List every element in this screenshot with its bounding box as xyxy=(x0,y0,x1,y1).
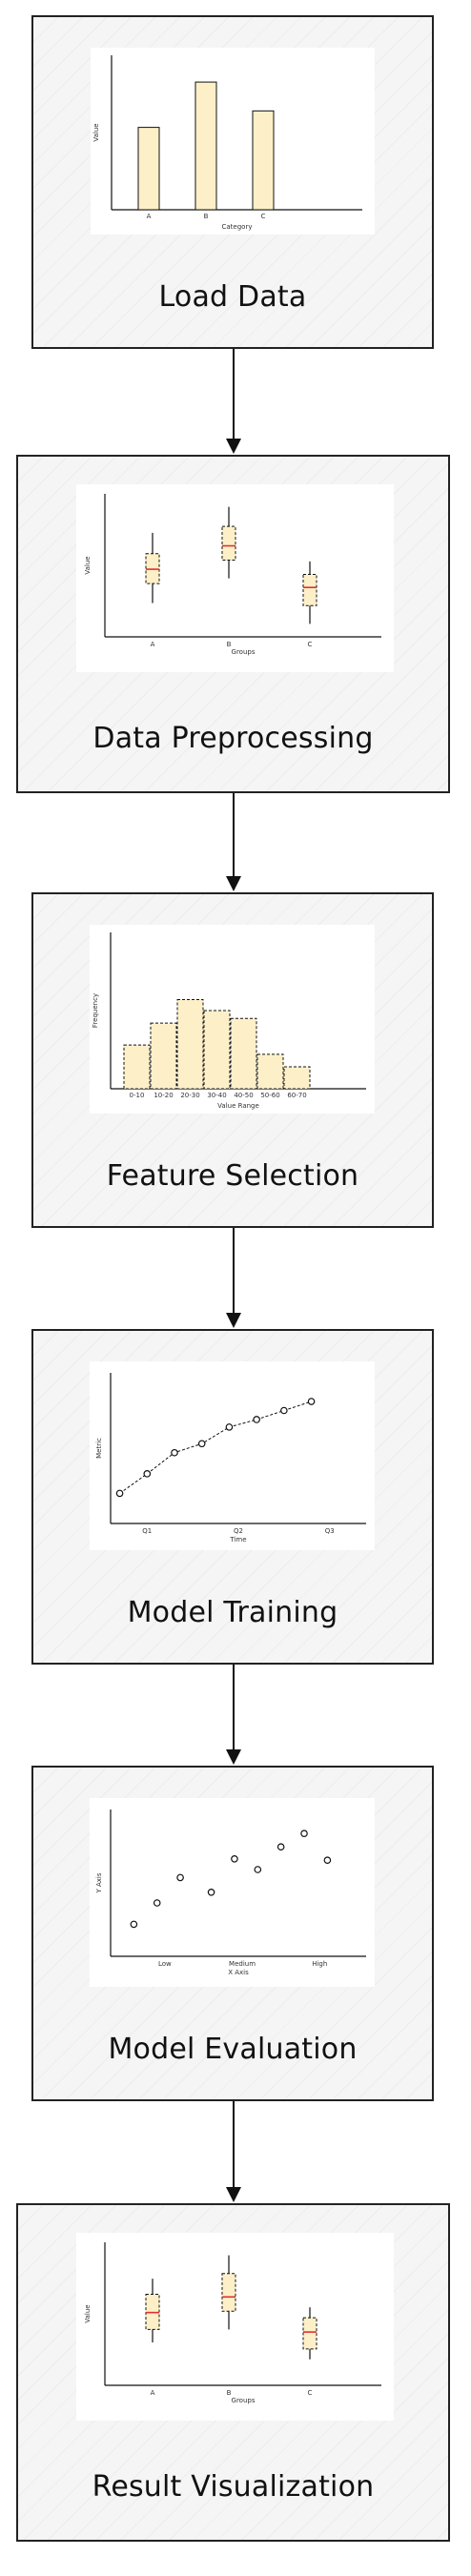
bar xyxy=(150,1022,177,1090)
x-tick-label: Q3 xyxy=(325,1527,335,1535)
data-point xyxy=(280,1406,288,1415)
y-axis-title: Metric xyxy=(95,1438,103,1459)
bar xyxy=(230,1017,257,1090)
x-tick-label: 20-30 xyxy=(180,1092,199,1099)
x-tick-label: 40-50 xyxy=(234,1092,253,1099)
data-point xyxy=(171,1448,178,1457)
chart-panel: A B C Category Value xyxy=(91,48,375,235)
step-label: Model Training xyxy=(127,1596,338,1629)
bar xyxy=(137,127,160,211)
step-card-data-preprocessing: A B C Groups Value Data Preprocessing xyxy=(16,455,450,793)
data-point xyxy=(176,1873,184,1882)
data-point xyxy=(225,1423,234,1431)
data-point xyxy=(197,1440,206,1448)
arrowhead-icon xyxy=(226,876,241,891)
x-tick-label: C xyxy=(308,2389,313,2397)
x-axis-title: Groups xyxy=(232,2397,256,2404)
arrowhead-icon xyxy=(226,2187,241,2202)
data-point xyxy=(307,1398,316,1405)
arrowhead-icon xyxy=(226,1313,241,1328)
chart-panel: Low Medium High X Axis Y Axis xyxy=(90,1798,375,1987)
x-tick-label: Low xyxy=(158,1960,172,1968)
box xyxy=(221,525,236,562)
x-tick-label: 50-60 xyxy=(260,1092,279,1099)
x-tick-label: C xyxy=(308,641,313,648)
x-tick-label: Q2 xyxy=(234,1527,243,1535)
arrowhead-icon xyxy=(226,1749,241,1765)
x-tick-label: Q1 xyxy=(142,1527,152,1535)
data-point xyxy=(253,1416,260,1423)
step-card-load-data: A B C Category Value Load Data xyxy=(31,15,434,349)
bar xyxy=(256,1053,284,1090)
y-axis-title: Value xyxy=(84,556,92,574)
scatter-chart: Low Medium High X Axis Y Axis xyxy=(95,1809,366,1976)
y-axis-title: Frequency xyxy=(92,993,99,1028)
x-tick-label: B xyxy=(204,213,209,220)
step-label: Load Data xyxy=(158,280,307,314)
y-axis-title: Value xyxy=(92,123,100,141)
y-axis-title: Value xyxy=(84,2304,92,2322)
data-point xyxy=(143,1470,152,1478)
x-tick-label: B xyxy=(227,641,232,648)
x-tick-label: A xyxy=(151,2389,155,2397)
x-tick-label: 30-40 xyxy=(207,1092,226,1099)
box xyxy=(302,574,317,606)
x-axis-title: Groups xyxy=(232,648,256,656)
bar xyxy=(252,110,275,211)
step-card-model-evaluation: Low Medium High X Axis Y Axis Model Evaluati… xyxy=(31,1766,434,2101)
x-tick-label: B xyxy=(227,2389,232,2397)
x-axis-title: Time xyxy=(229,1536,246,1544)
x-tick-label: 0-10 xyxy=(130,1092,145,1099)
y-axis-title: Y Axis xyxy=(95,1872,103,1893)
data-point xyxy=(130,1920,138,1929)
data-point xyxy=(115,1489,124,1498)
histogram-chart: 0-10 10-20 20-30 30-40 40-50 50-60 60-70Value … xyxy=(92,932,366,1110)
x-tick-label: 60-70 xyxy=(287,1092,306,1099)
x-tick-label: A xyxy=(151,641,155,648)
bar xyxy=(283,1066,311,1090)
bar xyxy=(195,81,217,211)
bar-chart: A B C Category Value xyxy=(92,55,362,231)
box-plot: A B C Groups Value xyxy=(84,494,381,656)
data-point xyxy=(153,1899,161,1907)
data-point xyxy=(231,1854,238,1863)
data-point xyxy=(300,1830,308,1838)
chart-panel: A B C Groups Value xyxy=(76,2233,394,2421)
box xyxy=(221,2273,236,2312)
x-tick-label: Medium xyxy=(229,1960,256,1968)
step-label: Data Preprocessing xyxy=(92,722,374,755)
data-point xyxy=(254,1866,262,1873)
step-label: Result Visualization xyxy=(92,2470,375,2504)
x-tick-label: High xyxy=(312,1960,327,1968)
box xyxy=(302,2317,317,2350)
x-axis-title: X Axis xyxy=(228,1969,249,1976)
box-plot: A B C Groups Value xyxy=(84,2242,381,2404)
step-label: Feature Selection xyxy=(106,1159,359,1193)
data-point xyxy=(323,1856,332,1864)
data-point xyxy=(207,1889,215,1896)
chart-panel: A B C Groups Value xyxy=(76,484,394,672)
bar xyxy=(203,1010,231,1090)
series-line xyxy=(119,1400,312,1494)
step-card-result-visualization: A B C Groups Value Result Visualization xyxy=(16,2203,450,2542)
x-axis-title: Category xyxy=(222,223,253,231)
x-axis-title: Value Range xyxy=(217,1102,259,1110)
step-label: Model Evaluation xyxy=(108,2033,358,2066)
bar xyxy=(123,1044,151,1090)
data-point xyxy=(276,1843,285,1851)
bar xyxy=(176,999,204,1090)
x-tick-label: C xyxy=(261,213,266,220)
x-tick-label: A xyxy=(147,213,152,220)
arrowhead-icon xyxy=(226,439,241,454)
x-tick-label: 10-20 xyxy=(154,1092,173,1099)
